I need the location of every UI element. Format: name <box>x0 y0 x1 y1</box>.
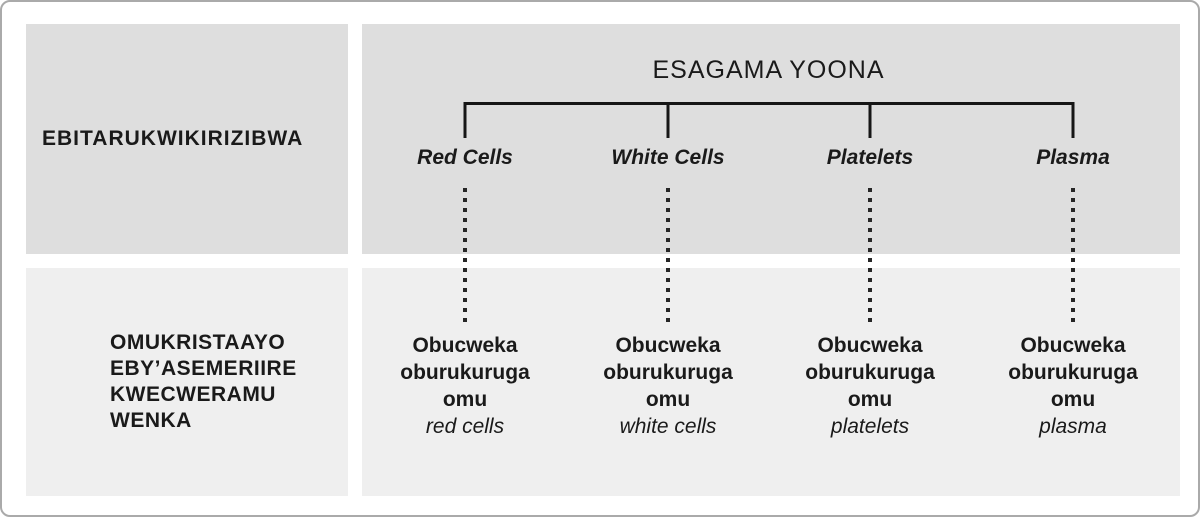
personal-decision-line: EBY’ASEMERIIRE <box>110 357 297 380</box>
branch-tick-white-cells <box>666 102 670 138</box>
personal-decision-panel: OMUKRISTAAYO EBY’ASEMERIIRE KWECWERAMU W… <box>26 268 348 496</box>
dotted-connector-white-cells <box>666 188 670 326</box>
fraction-line: oburukuruga <box>603 361 733 384</box>
personal-decision-line: OMUKRISTAAYO <box>110 331 286 354</box>
fraction-term: platelets <box>830 415 910 438</box>
fraction-line: omu <box>847 388 893 411</box>
fraction-line: omu <box>645 388 691 411</box>
fraction-term: red cells <box>425 415 505 438</box>
fraction-text-plasma: Obucweka oburukuruga omu plasma <box>963 332 1183 440</box>
whole-blood-title: ESAGAMA YOONA <box>652 56 885 84</box>
fraction-text-red-cells: Obucweka oburukuruga omu red cells <box>355 332 575 440</box>
forbidden-category-label: EBITARUKWIKIRIZIBWA <box>42 127 304 150</box>
branch-label-plasma: Plasma <box>1036 146 1110 169</box>
forbidden-category-panel: EBITARUKWIKIRIZIBWA <box>26 24 348 254</box>
dotted-connector-plasma <box>1071 188 1075 326</box>
dotted-connector-red-cells <box>463 188 467 326</box>
branch-tick-red-cells <box>463 102 467 138</box>
branch-tick-plasma <box>1071 102 1075 138</box>
fraction-text-platelets: Obucweka oburukuruga omu platelets <box>760 332 980 440</box>
fraction-line: Obucweka <box>1020 334 1126 357</box>
fraction-line: Obucweka <box>817 334 923 357</box>
fraction-line: oburukuruga <box>400 361 530 384</box>
fraction-term: plasma <box>1039 415 1107 438</box>
branch-tick-platelets <box>868 102 872 138</box>
fraction-line: oburukuruga <box>805 361 935 384</box>
fraction-line: oburukuruga <box>1008 361 1138 384</box>
branch-label-platelets: Platelets <box>826 146 914 169</box>
fraction-line: omu <box>1050 388 1096 411</box>
fractions-panel <box>362 268 1180 496</box>
branch-label-white-cells: White Cells <box>611 146 725 169</box>
fraction-line: Obucweka <box>412 334 518 357</box>
branch-label-red-cells: Red Cells <box>417 146 513 169</box>
fraction-text-white-cells: Obucweka oburukuruga omu white cells <box>558 332 778 440</box>
fraction-line: Obucweka <box>615 334 721 357</box>
fraction-line: omu <box>442 388 488 411</box>
personal-decision-label: OMUKRISTAAYO EBY’ASEMERIIRE KWECWERAMU W… <box>26 330 297 434</box>
bracket-line <box>464 102 1073 105</box>
whole-blood-panel <box>362 24 1180 254</box>
dotted-connector-platelets <box>868 188 872 326</box>
personal-decision-line: KWECWERAMU <box>110 383 276 406</box>
fraction-term: white cells <box>619 415 717 438</box>
personal-decision-line: WENKA <box>110 409 192 432</box>
